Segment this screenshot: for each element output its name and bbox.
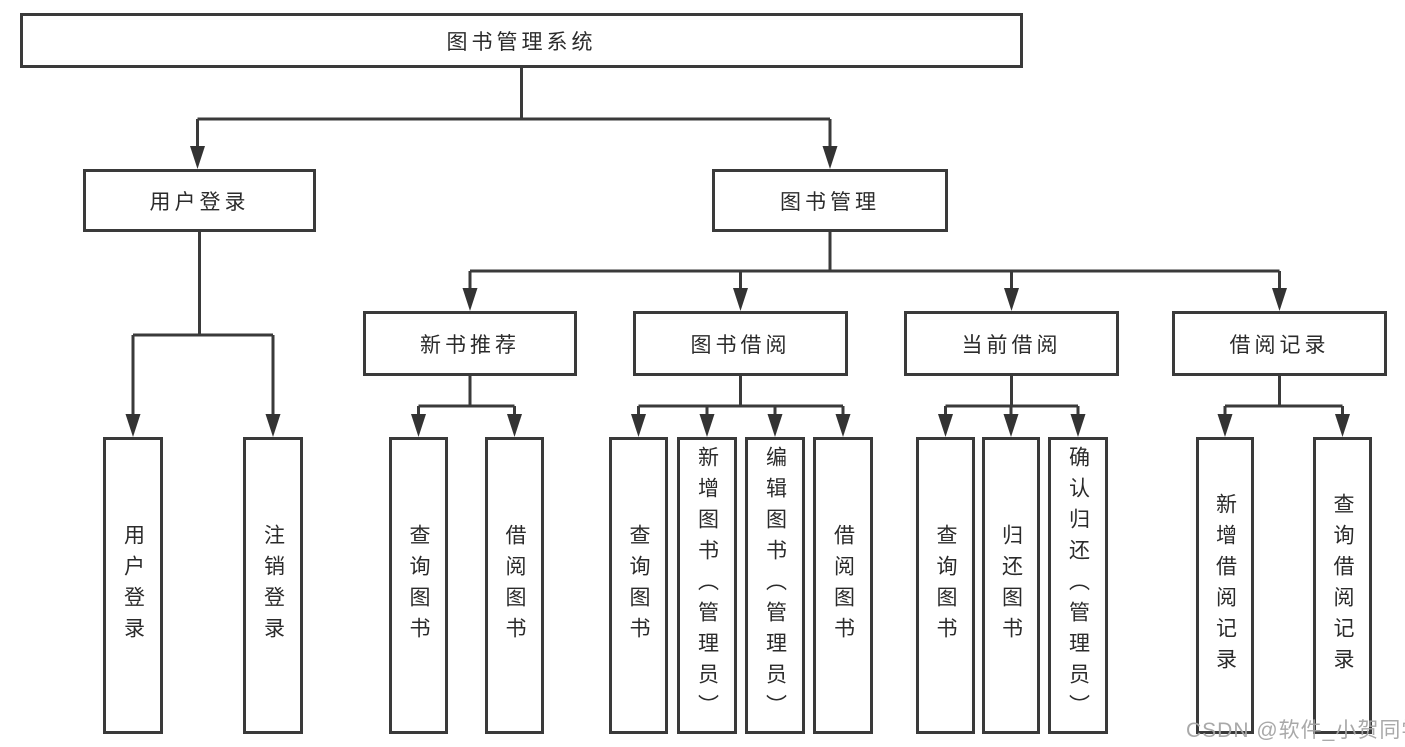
leaf-label: 查询图书 (934, 523, 957, 648)
connector-book-management-to-level3 (462, 232, 1287, 311)
leaf-label: 查询借阅记录 (1331, 492, 1354, 679)
node-user-login: 用户登录 (83, 169, 316, 232)
leaf-recommend-borrow-books: 借阅图书 (485, 437, 544, 734)
node-library-management-system: 图书管理系统 (20, 13, 1023, 68)
node-label: 图书借阅 (690, 333, 791, 357)
node-label: 图书管理 (780, 190, 880, 214)
leaf-user-login: 用户登录 (103, 437, 163, 734)
leaf-label: 借阅图书 (831, 523, 855, 648)
leaf-label: 借阅图书 (503, 523, 526, 648)
node-label: 借阅记录 (1229, 333, 1330, 357)
leaf-current-query-books: 查询图书 (916, 437, 975, 734)
connector-new-book-recommendation-to-leaves (411, 376, 522, 437)
leaf-borrowing-borrow-books: 借阅图书 (813, 437, 873, 734)
node-label: 用户登录 (149, 190, 250, 214)
leaf-label: 归还图书 (999, 523, 1023, 648)
node-label: 当前借阅 (961, 333, 1062, 357)
leaf-label: 注销登录 (261, 523, 285, 648)
leaf-records-query-borrow-record: 查询借阅记录 (1313, 437, 1372, 734)
connector-book-borrowing-to-leaves (631, 376, 851, 437)
leaf-logout: 注销登录 (243, 437, 303, 734)
connector-root-to-level2 (190, 68, 838, 169)
leaf-label: 新增图书（管理员） (695, 446, 719, 725)
leaf-borrowing-add-books-admin: 新增图书（管理员） (677, 437, 737, 734)
node-label: 图书管理系统 (446, 30, 597, 54)
node-book-management: 图书管理 (712, 169, 948, 232)
node-borrowing-records: 借阅记录 (1172, 311, 1387, 376)
leaf-label: 确认归还（管理员） (1066, 446, 1090, 725)
leaf-current-return-books: 归还图书 (982, 437, 1040, 734)
leaf-label: 查询图书 (627, 523, 650, 648)
leaf-current-confirm-return-admin: 确认归还（管理员） (1048, 437, 1108, 734)
connector-borrowing-records-to-leaves (1217, 376, 1350, 437)
leaf-label: 用户登录 (121, 523, 145, 648)
leaf-borrowing-edit-books-admin: 编辑图书（管理员） (745, 437, 805, 734)
node-book-borrowing: 图书借阅 (633, 311, 848, 376)
leaf-label: 编辑图书（管理员） (763, 446, 787, 725)
node-current-borrowing: 当前借阅 (904, 311, 1119, 376)
csdn-watermark: CSDN @软件_小贺同学 (1186, 719, 1405, 742)
node-new-book-recommendation: 新书推荐 (363, 311, 577, 376)
leaf-records-add-borrow-record: 新增借阅记录 (1196, 437, 1254, 734)
connector-user-login-to-leaves (125, 232, 281, 437)
leaf-recommend-query-books: 查询图书 (389, 437, 448, 734)
leaf-label: 新增借阅记录 (1213, 492, 1237, 679)
leaf-borrowing-query-books: 查询图书 (609, 437, 668, 734)
connector-current-borrowing-to-leaves (938, 376, 1086, 437)
node-label: 新书推荐 (420, 333, 520, 357)
leaf-label: 查询图书 (407, 523, 430, 648)
